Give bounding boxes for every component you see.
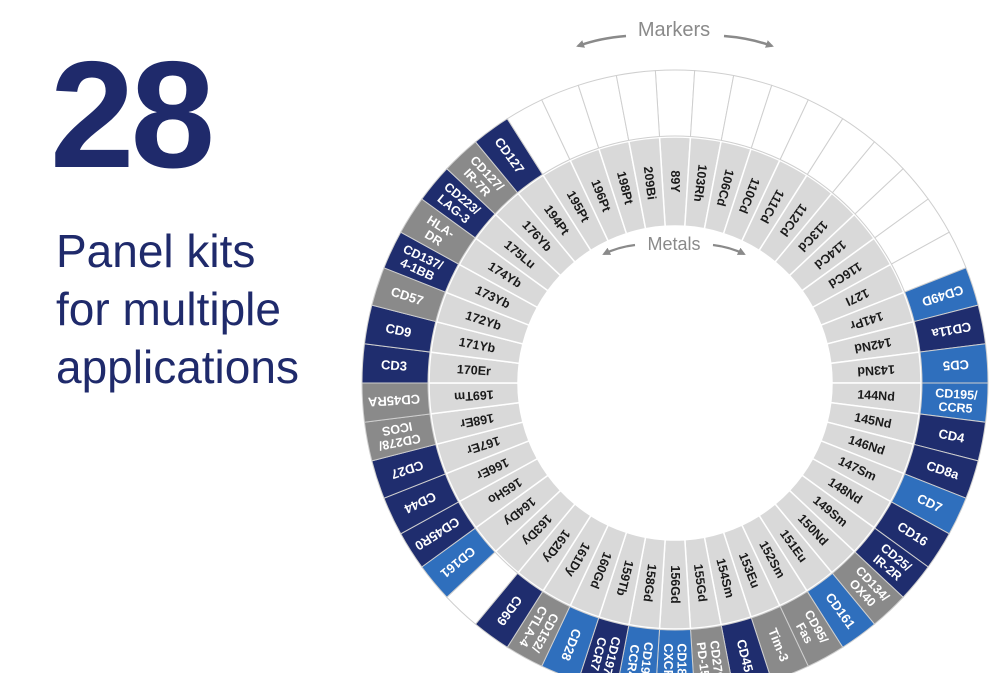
metal-segment-209bi (628, 136, 666, 230)
metal-label: 171Yb (458, 335, 497, 356)
metal-label: 89Y (668, 170, 682, 193)
metal-label: 170Er (456, 362, 491, 378)
marker-segment-209bi (615, 70, 661, 141)
metal-label: 169Tm (454, 387, 494, 403)
metals-direction-label: Metals (647, 234, 700, 254)
metal-label: 209Bi (641, 166, 659, 201)
metal-label: 103Rh (691, 164, 710, 203)
metal-label: 145Nd (853, 410, 892, 431)
marker-label: CD195/CCR5 (934, 386, 979, 416)
marker-segment-89y (654, 69, 696, 138)
marker-label: CD5 (942, 357, 969, 374)
marker-label: CD4 (937, 426, 966, 446)
marker-label: CD3 (381, 357, 408, 374)
metals-arrow-left (602, 243, 636, 255)
marker-label: CD9 (384, 320, 412, 340)
markers-direction-label: Markers (638, 19, 710, 41)
marker-label: CD279/PD-157 (694, 640, 727, 673)
metal-label: 142Nd (853, 335, 892, 356)
panel-count: 28 (50, 30, 215, 200)
metal-label: 158Gd (640, 563, 659, 603)
subtitle-line-2: for multiple (56, 283, 281, 335)
metal-label: 144Nd (857, 387, 895, 403)
marker-label: CD278/ICOS (375, 418, 422, 453)
marker-label: CD194/CCR4 (623, 639, 656, 673)
metals-arrow-right (712, 243, 746, 255)
metal-label: 155Gd (691, 563, 710, 603)
markers-arrow-left (576, 34, 627, 48)
marker-label: CD45RA (367, 392, 420, 410)
metal-label: 168Er (459, 411, 495, 431)
marker-label: CD183/CXCR3 (661, 643, 689, 673)
subtitle-line-1: Panel kits (56, 225, 256, 277)
metal-label: 156Gd (668, 565, 682, 603)
subtitle-line-3: applications (56, 341, 299, 393)
marker-label: CD11a (930, 319, 973, 341)
metal-label: 143Nd (857, 362, 895, 378)
markers-arrow-right (723, 34, 774, 48)
subtitle: Panel kits for multiple applications (56, 222, 299, 396)
